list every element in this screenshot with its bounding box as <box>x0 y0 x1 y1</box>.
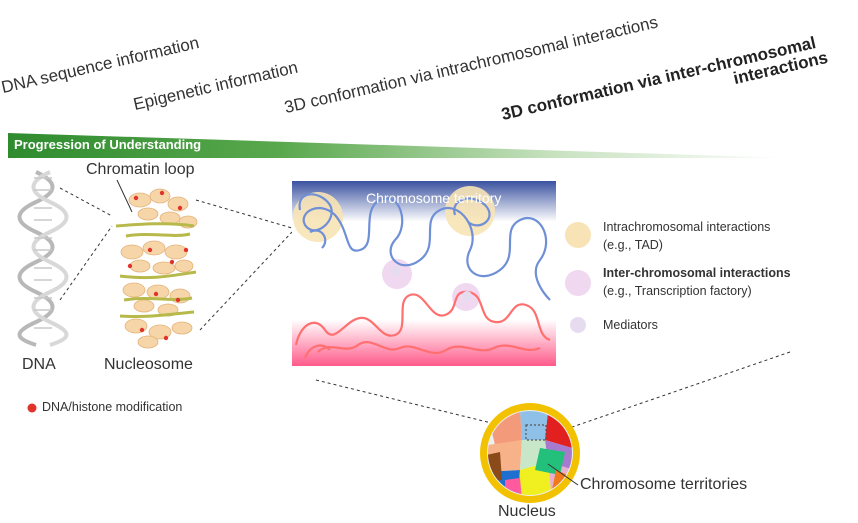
nucleosome-label: Nucleosome <box>104 356 193 373</box>
chromatin-loop-label: Chromatin loop <box>86 161 195 178</box>
progression-bar-label: Progression of Understanding <box>14 137 202 152</box>
modification-legend-label: DNA/histone modification <box>42 400 183 414</box>
chromosome-territories-label: Chromosome territories <box>580 476 748 493</box>
territory-title: Chromosome territory <box>366 190 502 206</box>
dna-helix-icon <box>17 170 69 347</box>
interchromosomal-strand <box>294 290 551 346</box>
legend-inter-example: (e.g., Transcription factory) <box>603 284 752 298</box>
legend-mediator-swatch <box>570 317 586 333</box>
legend-intra-swatch <box>565 222 591 248</box>
nucleus-icon <box>480 403 580 503</box>
legend-intra-example: (e.g., TAD) <box>603 238 663 252</box>
legend-modification-dot <box>27 403 37 413</box>
legend-intra-label: Intrachromosomal interactions <box>603 220 771 234</box>
dna-label: DNA <box>22 356 56 373</box>
legend-inter-label: Inter-chromosomal interactions <box>603 266 791 280</box>
legend-inter-swatch <box>565 270 591 296</box>
intrachromosomal-strand <box>298 193 551 301</box>
progression-wedge <box>8 133 790 158</box>
nucleus-label: Nucleus <box>498 503 556 520</box>
legend-mediators-label: Mediators <box>603 318 658 332</box>
chromatin-fiber-icon <box>115 188 198 349</box>
